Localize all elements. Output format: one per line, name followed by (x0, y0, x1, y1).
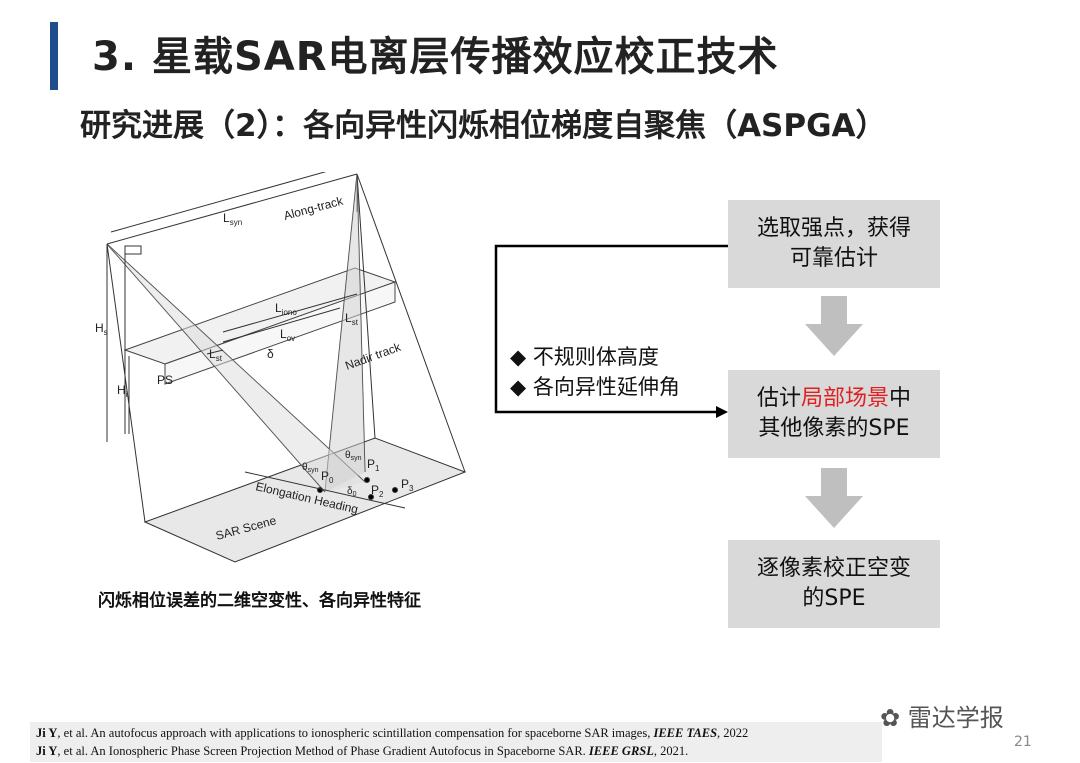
satellite-icon (124, 245, 142, 255)
down-arrow-icon (805, 468, 863, 528)
svg-text:P1: P1 (367, 457, 380, 473)
svg-text:P2: P2 (371, 483, 384, 499)
svg-text:P0: P0 (321, 469, 334, 485)
sar-geometry-diagram: Lsyn Along-track Liono Lov Lst Lst δ Nad… (95, 172, 467, 563)
svg-text:P3: P3 (401, 477, 414, 493)
svg-text:Along-track: Along-track (282, 193, 345, 222)
slide-title: 3. 星载SAR电离层传播效应校正技术 (92, 34, 779, 80)
svg-text:Lst: Lst (345, 311, 359, 327)
svg-text:Lsyn: Lsyn (223, 211, 242, 227)
page-number: 21 (1014, 734, 1032, 750)
references: Ji Y, et al. An autofocus approach with … (30, 722, 882, 762)
svg-text:θsyn: θsyn (302, 462, 319, 474)
flow-step-select-points: 选取强点，获得 可靠估计 (728, 200, 940, 288)
flow-step-correct-pixels: 逐像素校正空变 的SPE (728, 540, 940, 628)
slide-subtitle: 研究进展（2）：各向异性闪烁相位梯度自聚焦（ASPGA） (80, 108, 887, 144)
svg-text:Lst: Lst (209, 347, 223, 363)
svg-text:Lov: Lov (280, 327, 295, 343)
down-arrow-icon (805, 296, 863, 356)
wechat-icon: ✿ (880, 704, 901, 732)
svg-text:δ: δ (267, 347, 274, 361)
orbit-line (106, 173, 358, 245)
svg-text:Hs: Hs (95, 321, 108, 337)
svg-text:PS: PS (157, 373, 173, 387)
bullet-item: ◆ 各向异性延伸角 (510, 375, 680, 399)
diagram-caption: 闪烁相位误差的二维空变性、各向异性特征 (98, 591, 421, 611)
title-accent-bar (50, 22, 58, 90)
svg-text:Liono: Liono (275, 301, 297, 317)
bullet-list: ◆ 不规则体高度 ◆ 各向异性延伸角 (510, 342, 680, 402)
reference-item: Ji Y, et al. An autofocus approach with … (36, 726, 749, 740)
feedback-arrow (494, 244, 728, 418)
svg-text:θsyn: θsyn (345, 450, 362, 462)
reference-item: Ji Y, et al. An Ionospheric Phase Screen… (36, 744, 689, 758)
journal-logo: ✿ 雷达学报 (880, 704, 1004, 732)
svg-text:Hi: Hi (117, 383, 128, 399)
flow-step-estimate-local: 估计局部场景中 其他像素的SPE (728, 370, 940, 458)
bullet-item: ◆ 不规则体高度 (510, 345, 659, 369)
svg-text:δ0: δ0 (347, 486, 357, 498)
